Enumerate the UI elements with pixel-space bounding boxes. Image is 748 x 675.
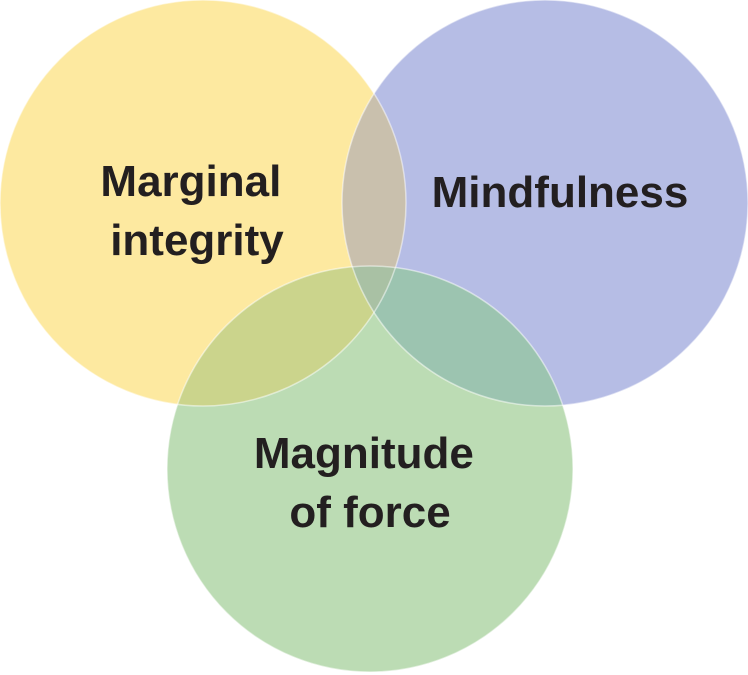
rim-green	[166, 265, 574, 673]
label-marginal-line-2: integrity	[110, 216, 284, 265]
rim-blue	[341, 0, 748, 407]
label-mindfulness: Mindfulness	[432, 168, 689, 217]
label-marginal-integrity: Marginal integrity	[100, 157, 293, 265]
overlap-mindfulness-force	[342, 266, 573, 406]
label-force-line-2: of force	[289, 488, 450, 537]
overlap-marginal-force	[167, 266, 406, 406]
label-mindfulness-line-1: Mindfulness	[432, 168, 689, 217]
label-marginal-line-1: Marginal	[100, 157, 281, 206]
label-magnitude-of-force: Magnitude of force	[254, 429, 486, 537]
rim-yellow	[0, 0, 407, 407]
label-force-line-1: Magnitude	[254, 429, 474, 478]
